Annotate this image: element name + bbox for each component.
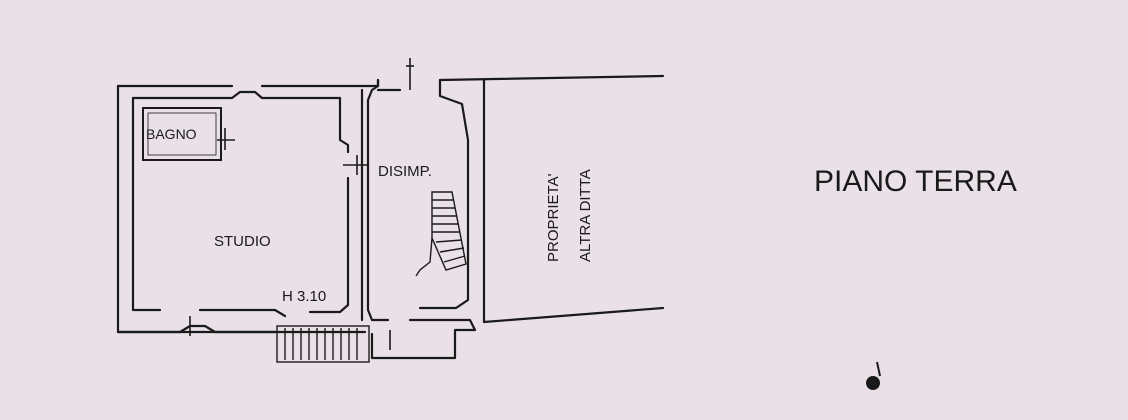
studio-label: STUDIO [214, 233, 271, 250]
north-mark-icon [866, 361, 881, 390]
neighbor-label-line1: PROPRIETA' [545, 173, 562, 262]
floor-title: PIANO TERRA [814, 165, 1017, 198]
interior-stair [415, 191, 467, 277]
walls [116, 74, 665, 360]
exterior-steps [276, 325, 370, 363]
neighbor-label-line2: ALTRA DITTA [577, 169, 594, 262]
height-label: H 3.10 [282, 288, 326, 305]
bagno-room [142, 107, 222, 161]
bagno-label: BAGNO [146, 126, 197, 142]
disimpegno-label: DISIMP. [378, 163, 432, 180]
door-ticks [189, 58, 414, 350]
